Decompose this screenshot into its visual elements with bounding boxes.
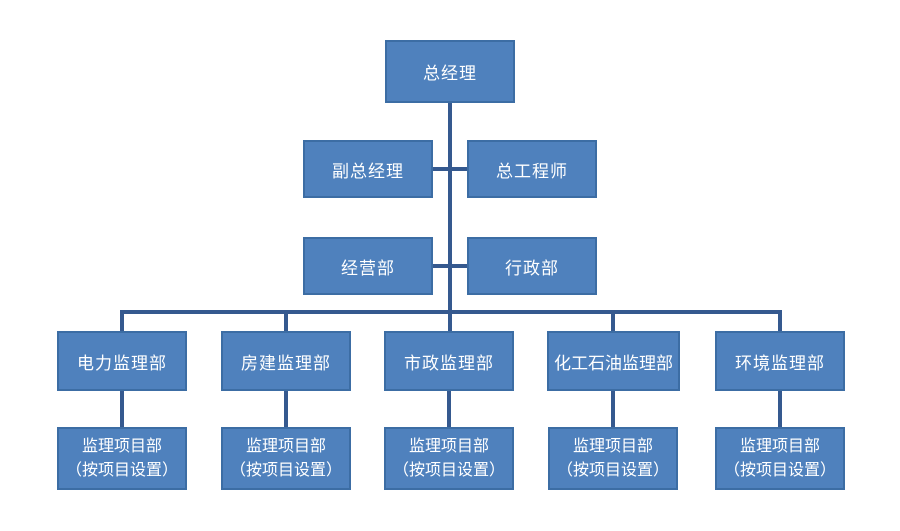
node-general-manager: 总经理 [385, 40, 515, 103]
node-label-line2: （按项目设置） [392, 461, 505, 479]
node-chief-engineer: 总工程师 [467, 140, 597, 198]
node-label: 环境监理部 [735, 353, 825, 373]
project3-drop-connector-line [447, 391, 451, 427]
node-label-line1: 监理项目部 [572, 437, 653, 455]
dept1-drop-connector-line [120, 313, 124, 331]
node-label: 总工程师 [496, 161, 568, 181]
node-label: 电力监理部 [77, 353, 167, 373]
distribution-connector-line [120, 310, 782, 314]
node-business-dept: 经营部 [303, 237, 433, 295]
project1-drop-connector-line [120, 391, 124, 427]
node-supervision-project-dept-4: 监理项目部 （按项目设置） [548, 427, 678, 490]
node-label-line1: 监理项目部 [245, 437, 326, 455]
node-label: 市政监理部 [404, 353, 494, 373]
node-label-line2: （按项目设置） [723, 461, 836, 479]
node-label-line1: 监理项目部 [81, 437, 162, 455]
node-label: 化工石油监理部 [554, 353, 673, 373]
node-chemical-petroleum-supervision-dept: 化工石油监理部 [547, 331, 680, 391]
node-label-line2: （按项目设置） [229, 461, 342, 479]
node-administration-dept: 行政部 [467, 237, 597, 295]
node-electric-power-supervision-dept: 电力监理部 [57, 331, 187, 391]
project2-drop-connector-line [284, 391, 288, 427]
node-label-line2: （按项目设置） [65, 461, 178, 479]
project5-drop-connector-line [778, 391, 782, 427]
node-label: 行政部 [505, 258, 559, 278]
trunk-connector-line [448, 103, 452, 331]
row2-cross-connector-line [433, 167, 467, 171]
node-label-line1: 监理项目部 [408, 437, 489, 455]
node-label-line1: 监理项目部 [739, 437, 820, 455]
node-label: 房建监理部 [241, 353, 331, 373]
node-label-line2: （按项目设置） [556, 461, 669, 479]
dept2-drop-connector-line [284, 313, 288, 331]
row3-cross-connector-line [433, 264, 467, 268]
node-environment-supervision-dept: 环境监理部 [715, 331, 845, 391]
node-deputy-general-manager: 副总经理 [303, 140, 433, 198]
node-supervision-project-dept-5: 监理项目部 （按项目设置） [715, 427, 845, 490]
node-municipal-supervision-dept: 市政监理部 [384, 331, 514, 391]
node-label: 总经理 [423, 64, 477, 83]
dept4-drop-connector-line [611, 313, 615, 331]
node-supervision-project-dept-1: 监理项目部 （按项目设置） [57, 427, 187, 490]
node-building-construction-supervision-dept: 房建监理部 [221, 331, 351, 391]
node-label: 经营部 [341, 258, 395, 278]
node-supervision-project-dept-2: 监理项目部 （按项目设置） [221, 427, 351, 490]
dept5-drop-connector-line [778, 313, 782, 331]
node-supervision-project-dept-3: 监理项目部 （按项目设置） [384, 427, 514, 490]
node-label: 副总经理 [332, 161, 404, 181]
project4-drop-connector-line [611, 391, 615, 427]
